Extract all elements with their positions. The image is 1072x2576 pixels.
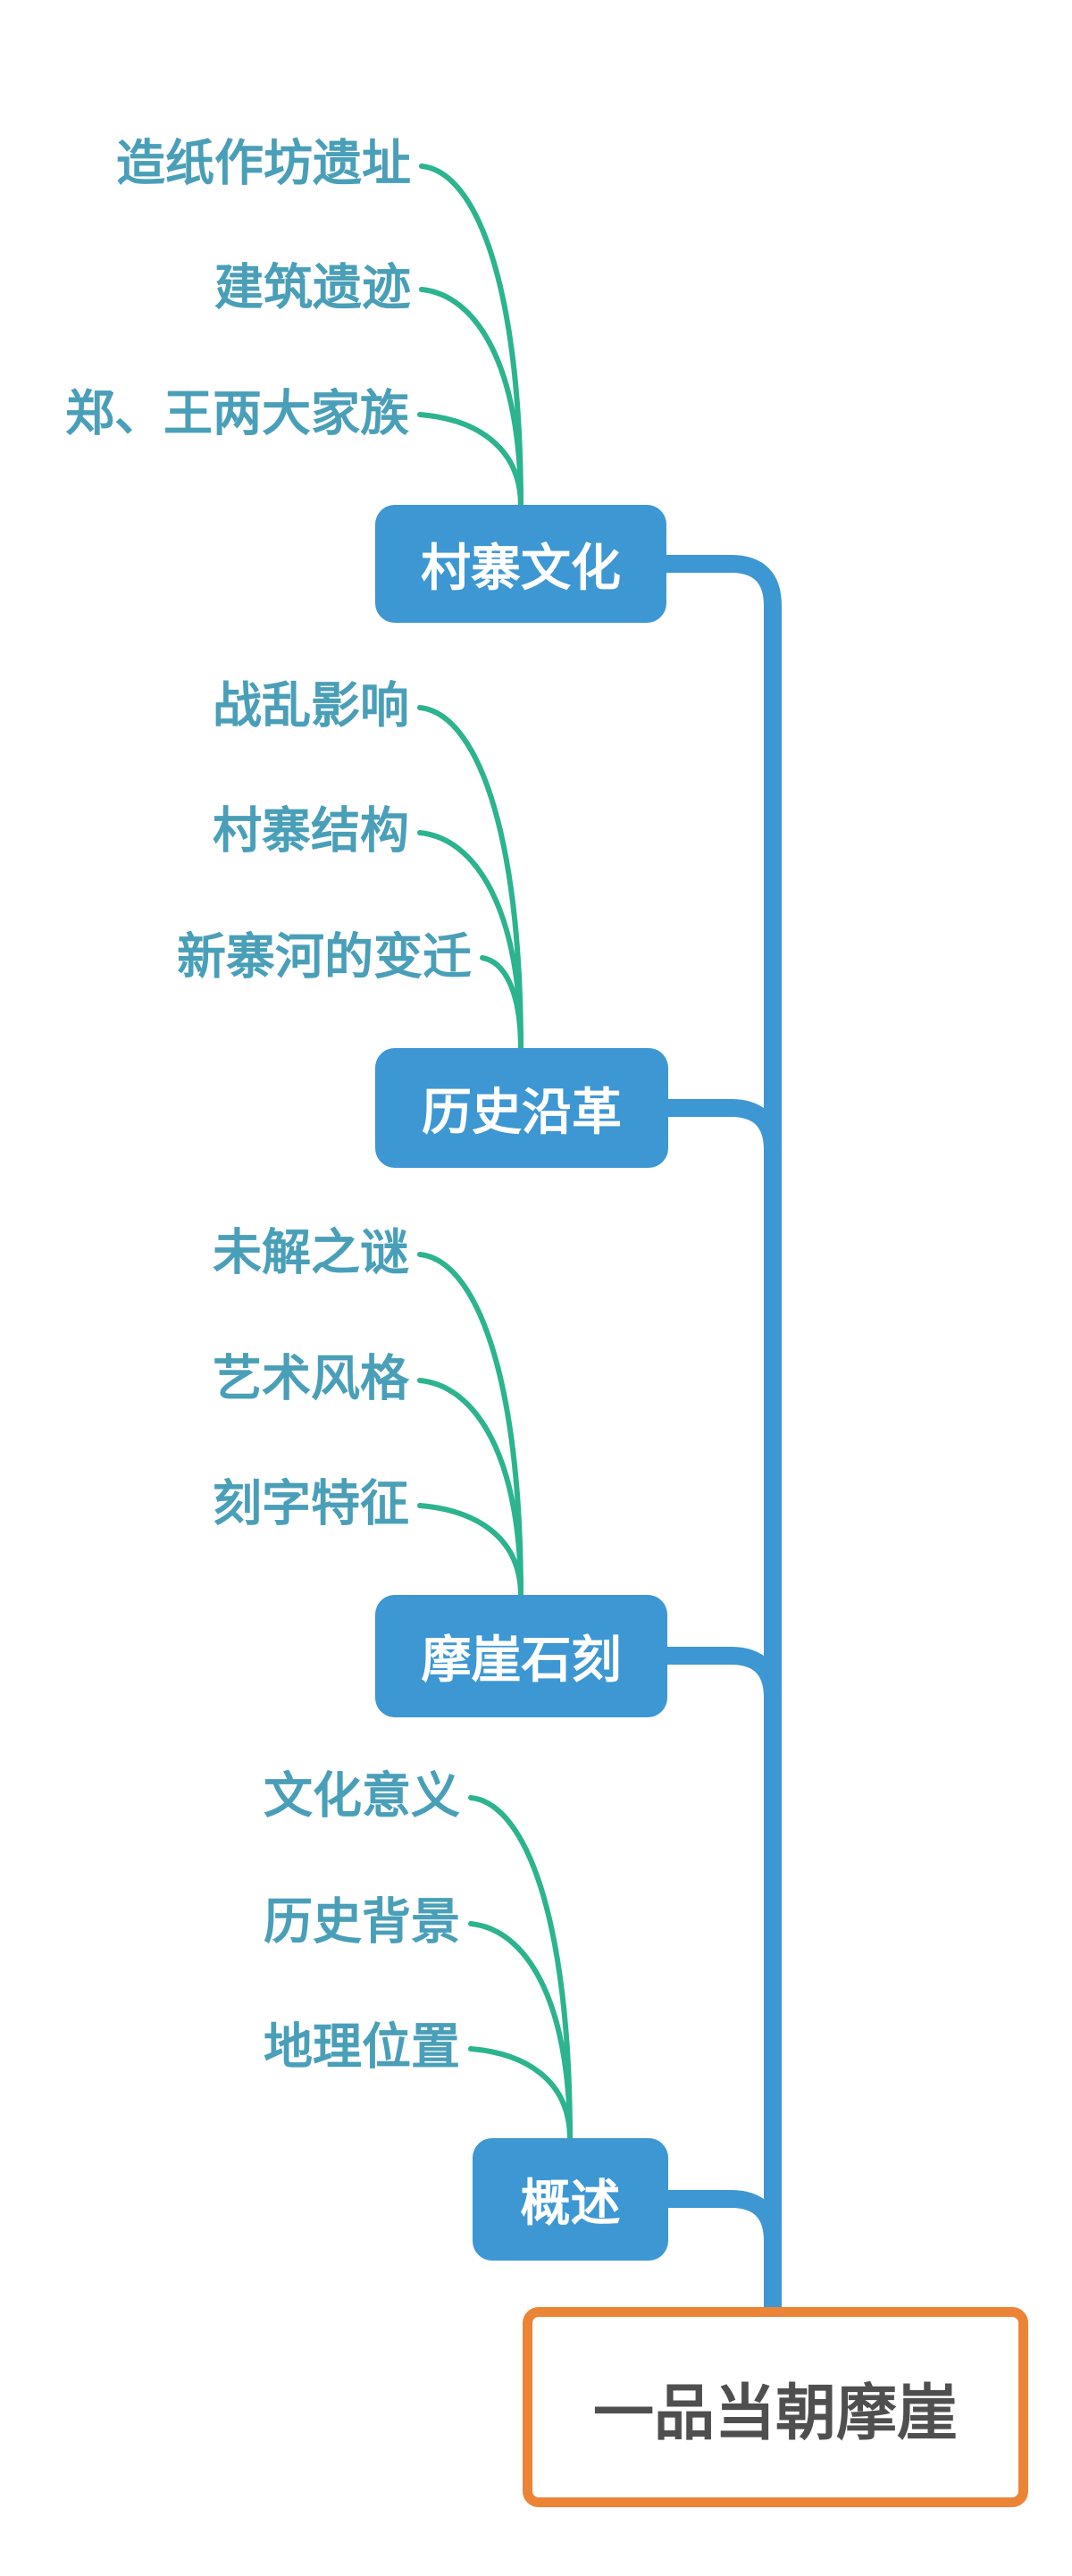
branch-connector-history <box>661 1099 782 1151</box>
leaf-node-cultural-meaning[interactable]: 文化意义 <box>263 1768 460 1824</box>
branch-node-village-culture[interactable]: 村寨文化 <box>375 505 666 623</box>
leaf-node-xinzhai-river[interactable]: 新寨河的变迁 <box>176 929 472 985</box>
branch-node-overview[interactable]: 概述 <box>473 2138 668 2261</box>
leaf-curve <box>419 164 523 508</box>
root-label: 一品当朝摩崖 <box>592 2379 958 2447</box>
leaf-node-village-structure[interactable]: 村寨结构 <box>212 803 409 859</box>
branch-connector-cliff <box>661 1647 782 1699</box>
branch-connector-overview <box>661 2190 782 2242</box>
leaf-node-carving-features[interactable]: 刻字特征 <box>212 1476 409 1531</box>
leaf-node-paper-workshop-site[interactable]: 造纸作坊遗址 <box>115 136 411 191</box>
leaf-curve <box>480 955 523 1052</box>
leaf-curve <box>468 1921 573 2142</box>
leaf-node-unsolved-mystery[interactable]: 未解之谜 <box>212 1225 409 1280</box>
leaf-node-historical-context[interactable]: 历史背景 <box>263 1894 460 1950</box>
leaf-curve <box>417 1252 523 1598</box>
branch-label: 概述 <box>520 2175 621 2231</box>
leaf-node-zheng-wang-families[interactable]: 郑、王两大家族 <box>64 386 409 441</box>
branch-label: 摩崖石刻 <box>421 1632 622 1688</box>
trunk-connector <box>661 555 782 2309</box>
leaf-curve <box>468 2046 573 2142</box>
leaf-node-art-style[interactable]: 艺术风格 <box>212 1351 409 1406</box>
branch-label: 历史沿革 <box>422 1083 622 1140</box>
leaf-curve <box>417 412 523 508</box>
branch-node-history[interactable]: 历史沿革 <box>375 1048 668 1168</box>
branch-node-cliff-carvings[interactable]: 摩崖石刻 <box>375 1595 667 1717</box>
leaf-node-war-impact[interactable]: 战乱影响 <box>212 678 409 734</box>
branch-label: 村寨文化 <box>421 539 621 596</box>
leaf-node-geographic-location[interactable]: 地理位置 <box>263 2019 460 2075</box>
leaf-curve <box>468 1795 573 2142</box>
leaf-curve <box>417 1378 523 1598</box>
leaf-curve <box>417 1503 523 1598</box>
leaf-node-building-remains[interactable]: 建筑遗迹 <box>214 260 411 315</box>
leaf-curve <box>419 287 523 508</box>
leaf-curve <box>417 705 523 1052</box>
leaf-curve <box>417 830 523 1052</box>
root-node[interactable]: 一品当朝摩崖 <box>523 2307 1028 2507</box>
